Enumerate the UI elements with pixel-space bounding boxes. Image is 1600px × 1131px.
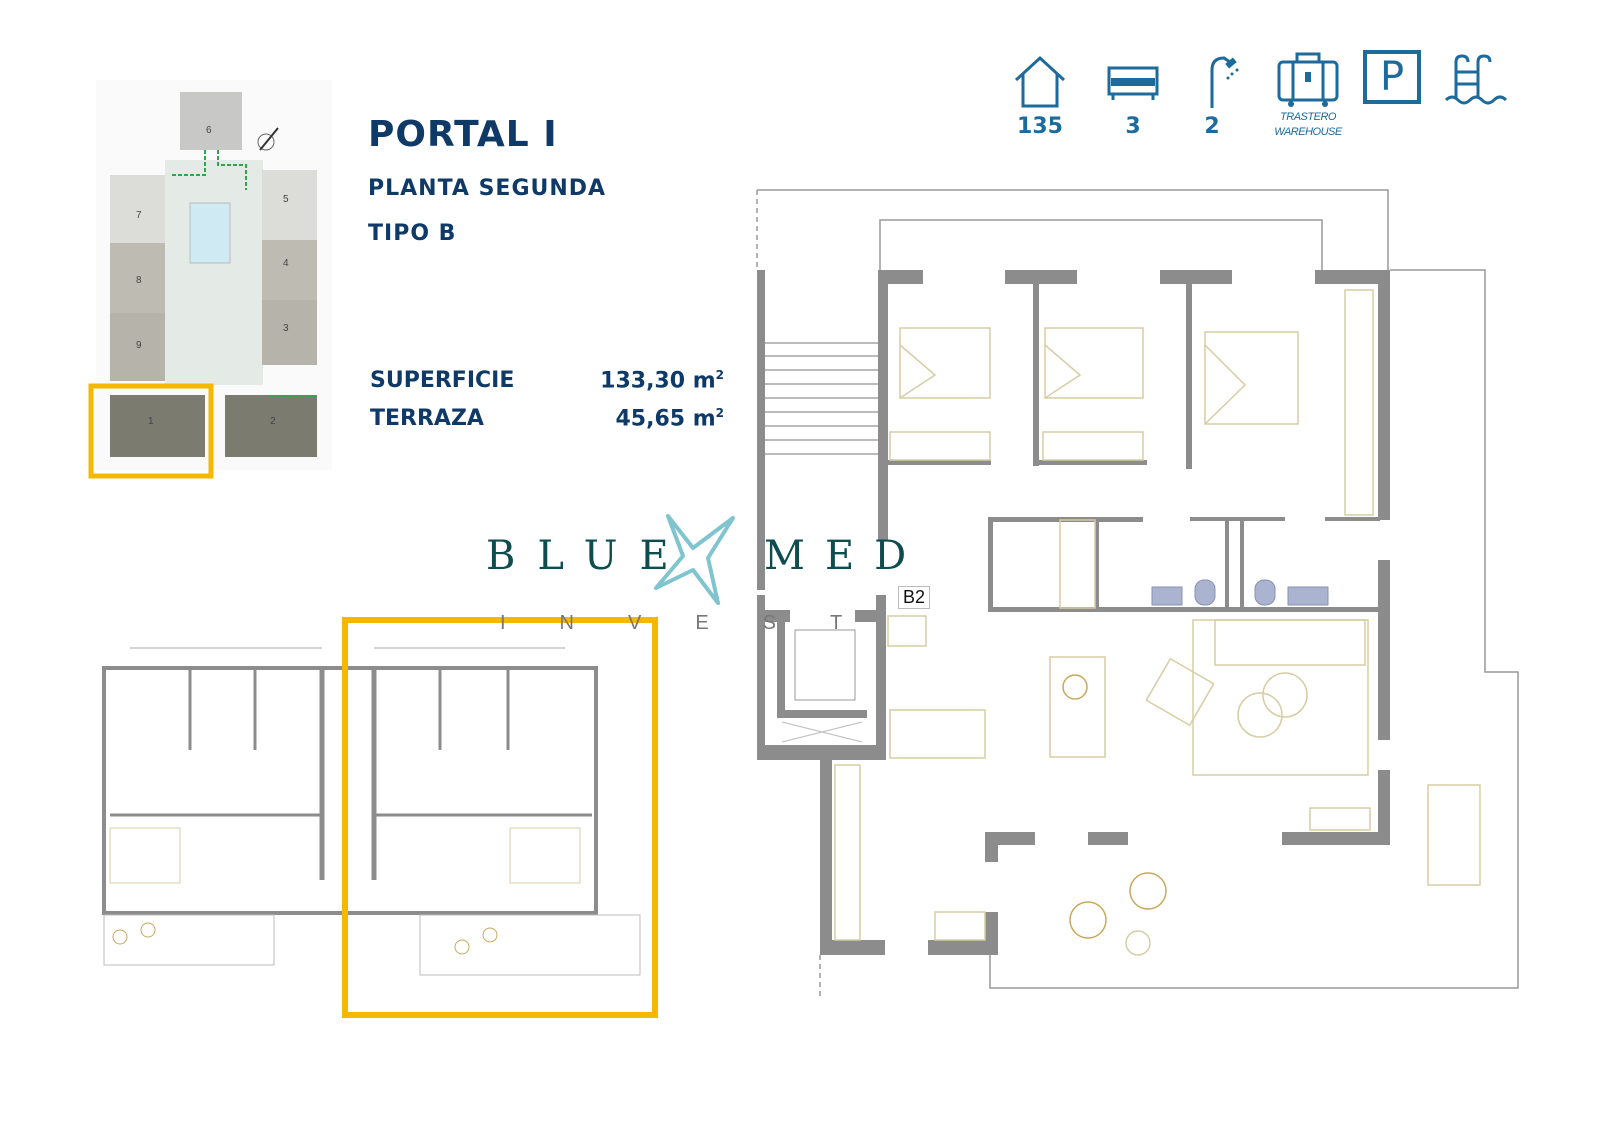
site-unit-7: 7 <box>136 210 142 221</box>
surface-value: 133,30 m2 <box>600 368 724 393</box>
site-unit-6: 6 <box>206 125 212 136</box>
shower-icon <box>1210 56 1239 108</box>
starfish-logo-icon <box>654 514 735 605</box>
logo-word-blue: BLUE <box>486 533 691 579</box>
surface-label: SUPERFICIE <box>370 368 515 393</box>
site-unit-8: 8 <box>136 275 142 286</box>
key-floor-plan <box>102 617 658 1018</box>
logo-tagline: INVEST <box>500 612 897 634</box>
surface-unit-sup: 2 <box>715 368 724 382</box>
site-highlight-box <box>88 383 214 479</box>
site-unit-labels: 6 5 7 4 8 3 9 1 2 <box>136 125 289 427</box>
type-title: TIPO B <box>368 221 457 246</box>
site-unit-1: 1 <box>148 416 154 427</box>
site-unit-4: 4 <box>283 258 289 269</box>
feature-bedrooms: 3 <box>1093 50 1173 139</box>
bathroom-count: 2 <box>1204 114 1220 139</box>
main-floor-plan <box>756 189 1519 1000</box>
staircase <box>765 342 878 743</box>
terrace-unit-sup: 2 <box>715 406 724 420</box>
pool-ladder-icon <box>1444 54 1508 105</box>
feature-pool <box>1437 50 1517 110</box>
portal-title: PORTAL I <box>368 114 558 155</box>
north-arrow-icon <box>259 127 279 151</box>
area-count: 135 <box>1017 114 1063 139</box>
feature-parking: P <box>1352 50 1432 104</box>
house-icon <box>1014 55 1066 108</box>
surface-number: 133,30 m <box>600 368 716 394</box>
terrace-label: TERRAZA <box>370 406 484 431</box>
unit-label: B2 <box>898 586 931 609</box>
site-unit-3: 3 <box>283 323 289 334</box>
furniture <box>834 289 1481 956</box>
storage-label: TRASTERO <box>1280 111 1336 123</box>
floor-title: PLANTA SEGUNDA <box>368 176 607 201</box>
sanitary-fixtures <box>1151 579 1329 606</box>
logo-word-med: MED <box>764 533 927 579</box>
bedroom-count: 3 <box>1125 114 1141 139</box>
site-unit-2: 2 <box>270 416 276 427</box>
terrace-value: 45,65 m2 <box>615 406 724 431</box>
site-unit-9: 9 <box>136 340 142 351</box>
feature-storage: TRASTERO WAREHOUSE <box>1268 50 1348 140</box>
site-plan: 6 5 7 4 8 3 9 1 2 <box>88 80 332 479</box>
parking-icon: P <box>1363 50 1421 104</box>
feature-bathrooms: 2 <box>1172 50 1252 139</box>
unit-highlight-box <box>342 617 658 1018</box>
storage-label-en: WAREHOUSE <box>1274 126 1342 138</box>
site-unit-5: 5 <box>283 194 289 205</box>
feature-area: 135 <box>1000 50 1080 139</box>
terrace-number: 45,65 m <box>615 406 716 432</box>
bed-icon <box>1107 66 1159 100</box>
suitcase-icon <box>1277 52 1339 107</box>
plants <box>1062 674 1167 939</box>
